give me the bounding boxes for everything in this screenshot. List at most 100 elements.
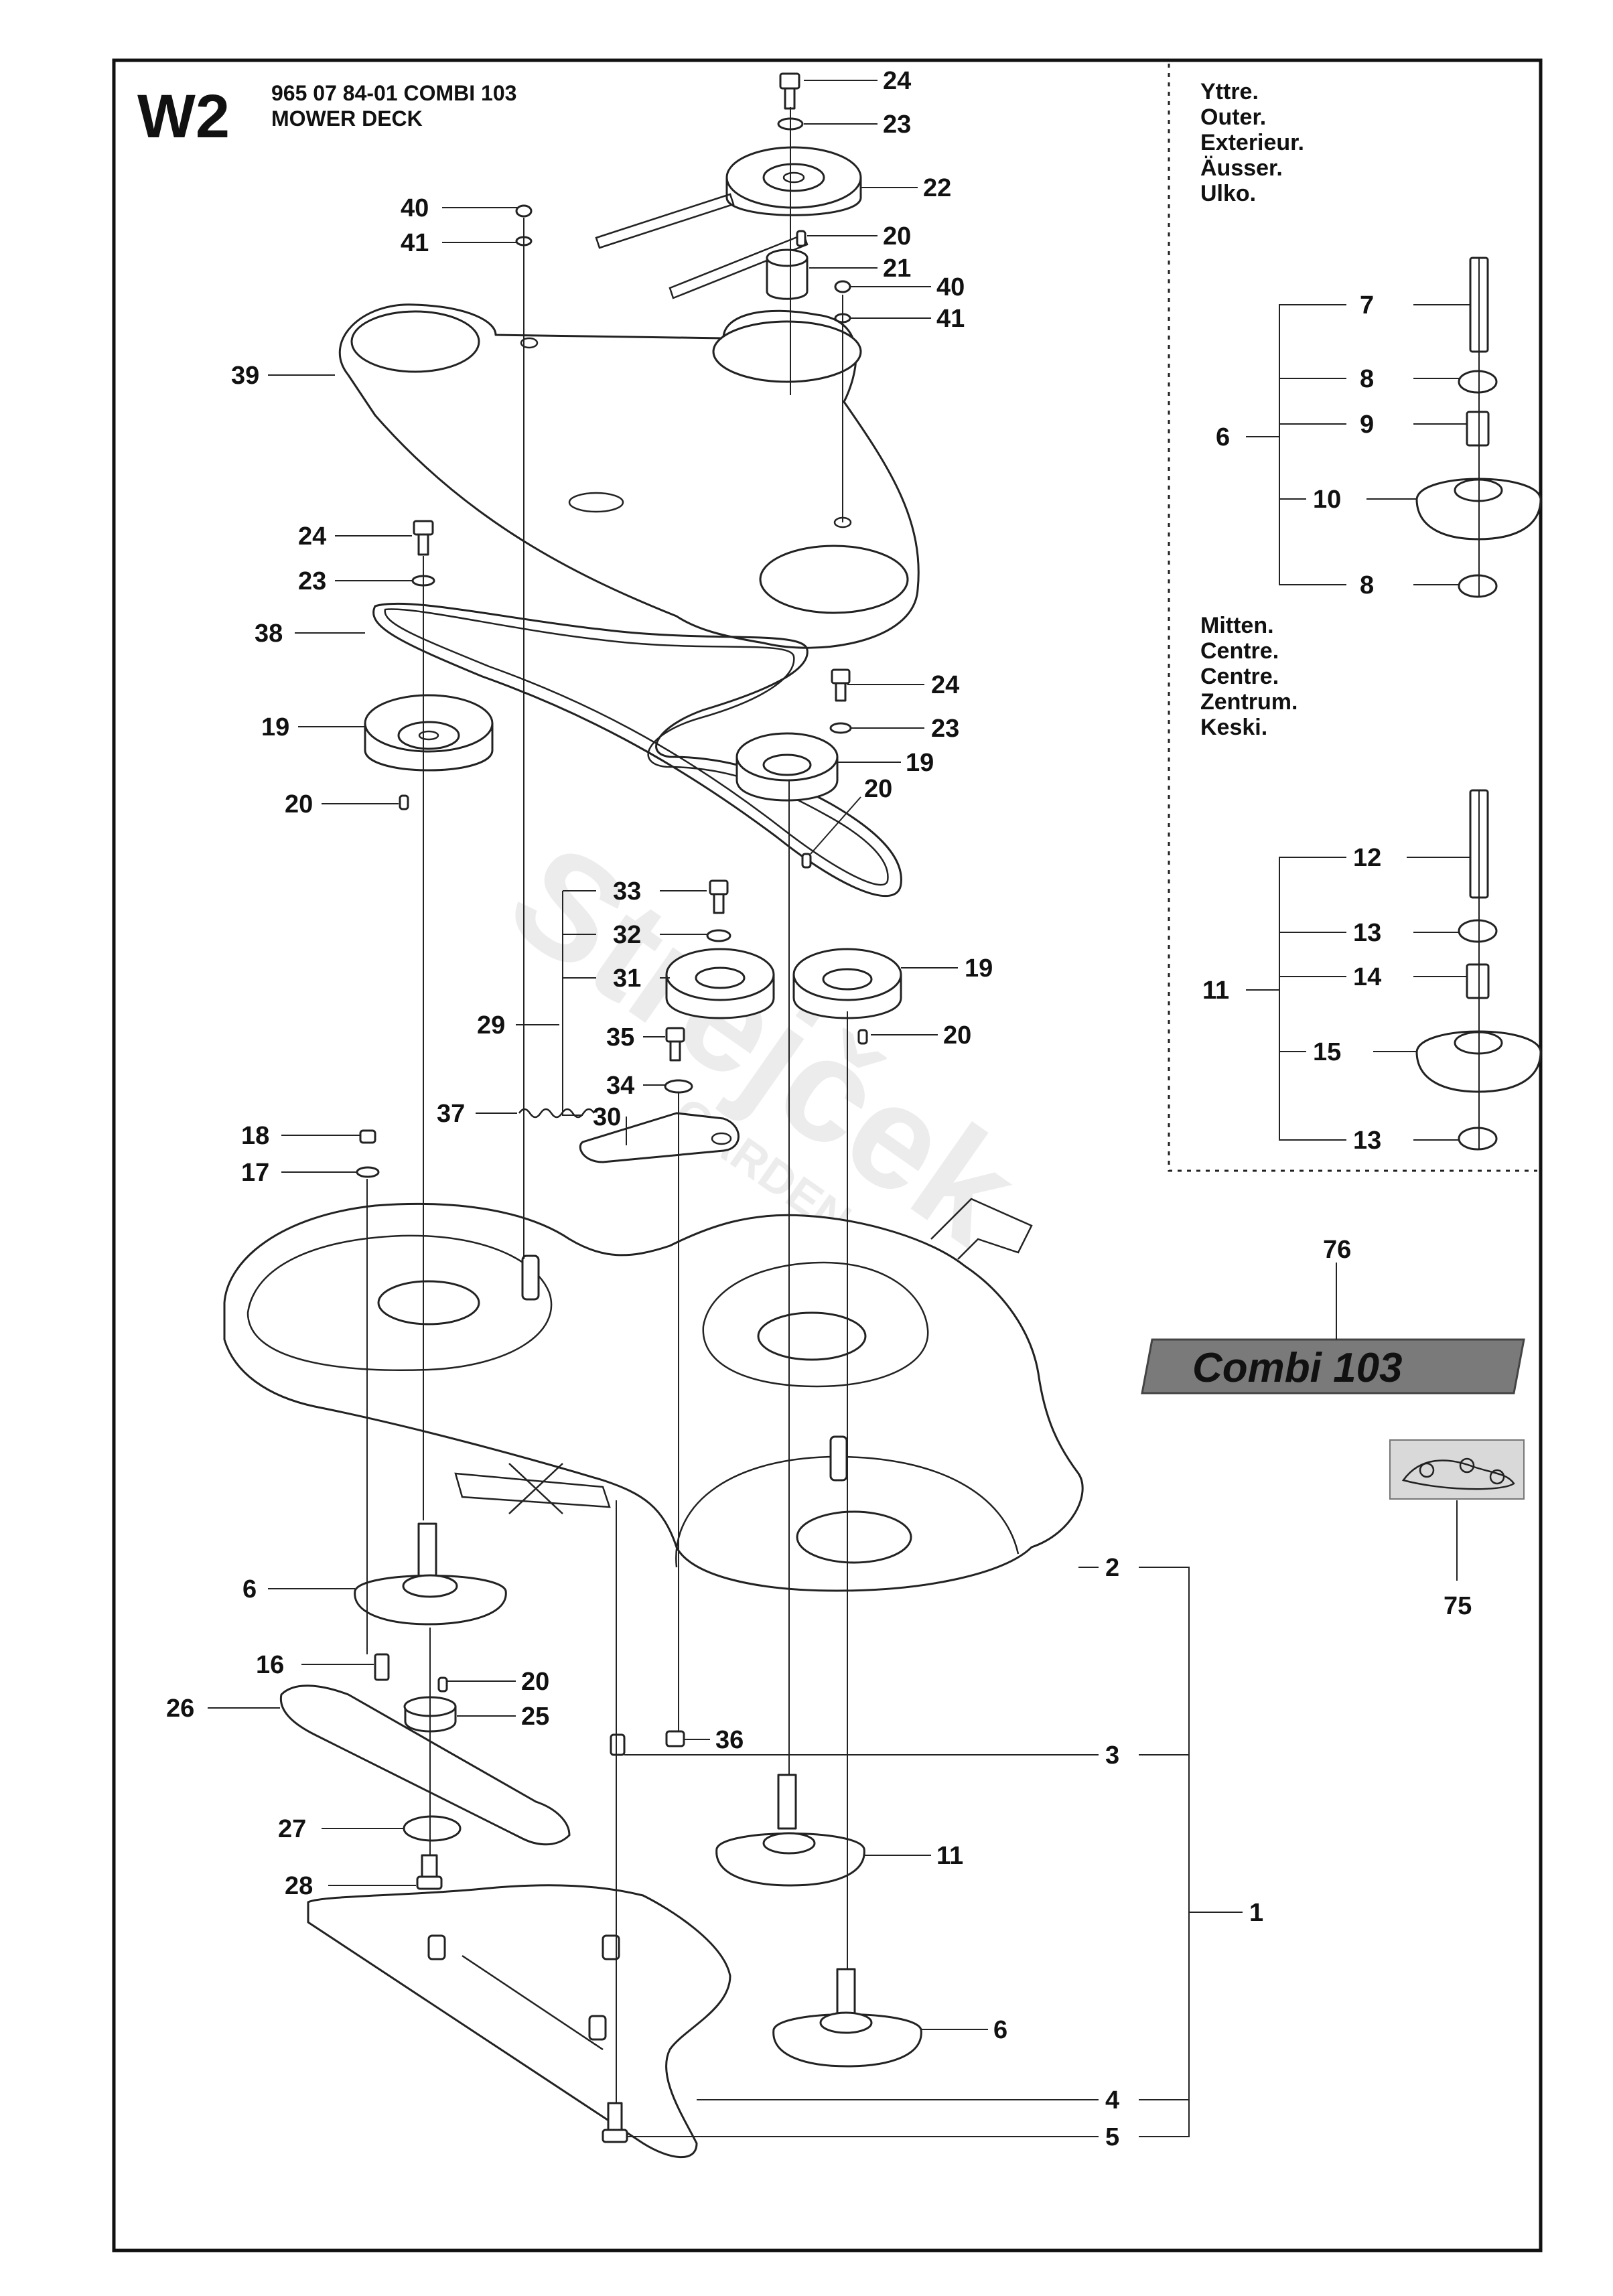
- callout-2: 2: [1105, 1554, 1119, 1582]
- bolt: [709, 879, 729, 914]
- callout-30: 30: [593, 1103, 621, 1131]
- callout-20: 20: [883, 222, 911, 250]
- model-decal: Combi 103: [1141, 1338, 1525, 1394]
- pulley-middle: [735, 732, 839, 802]
- pulley-right: [792, 948, 902, 1019]
- callout-6: 6: [1216, 423, 1230, 451]
- callout-8: 8: [1360, 571, 1374, 599]
- callout-29: 29: [477, 1011, 505, 1039]
- callout-23: 23: [298, 567, 326, 595]
- callout-24: 24: [931, 671, 959, 699]
- bearing: [1458, 370, 1498, 394]
- callout-19: 19: [261, 713, 289, 741]
- callout-13: 13: [1353, 1127, 1381, 1155]
- callout-36: 36: [715, 1726, 744, 1754]
- assembly-title: MOWER DECK: [271, 106, 423, 131]
- callout-37: 37: [437, 1100, 465, 1128]
- pulley-left: [364, 694, 494, 772]
- callout-10: 10: [1313, 486, 1341, 514]
- callout-22: 22: [923, 174, 951, 202]
- key: [857, 1029, 868, 1045]
- callout-26: 26: [166, 1695, 194, 1723]
- callout-14: 14: [1353, 963, 1381, 991]
- assembly-axes: [366, 107, 1480, 2103]
- plate-slot: [462, 1954, 604, 2051]
- callout-8: 8: [1360, 365, 1374, 393]
- callout-11: 11: [1202, 977, 1229, 1005]
- callout-16: 16: [256, 1651, 284, 1679]
- callout-21: 21: [883, 255, 911, 283]
- belt-routing-decal: [1389, 1439, 1525, 1500]
- callout-24: 24: [883, 67, 911, 95]
- callout-25: 25: [521, 1703, 549, 1731]
- bearing: [1458, 574, 1498, 598]
- svg-text:Keski.: Keski.: [1200, 715, 1267, 740]
- washer: [706, 929, 731, 942]
- washer: [356, 1166, 380, 1178]
- spacer: [1466, 411, 1490, 447]
- svg-text:Centre.: Centre.: [1200, 664, 1279, 689]
- bolt: [665, 1027, 685, 1062]
- tensioner-arm: [579, 1112, 740, 1163]
- deflector-plate: [307, 1884, 731, 2159]
- svg-text:Outer.: Outer.: [1200, 104, 1266, 130]
- stud: [588, 2015, 607, 2041]
- callout-12: 12: [1353, 844, 1381, 872]
- page-frame: [112, 58, 1543, 2252]
- bolt: [374, 1653, 390, 1681]
- callout-39: 39: [231, 362, 259, 390]
- mower-deck: [223, 1198, 1084, 1592]
- svg-text:Combi 103: Combi 103: [1192, 1345, 1403, 1391]
- svg-text:Zentrum.: Zentrum.: [1200, 689, 1298, 715]
- inset-box-border: [1168, 64, 1537, 1172]
- nut: [665, 1730, 685, 1747]
- stud: [602, 1934, 620, 1960]
- callout-20: 20: [864, 775, 892, 803]
- bearing: [1458, 919, 1498, 943]
- callout-labels: 24 23 22 20 21 40 41 40 41 39 24 23 38 2…: [166, 67, 1472, 2151]
- callout-19: 19: [965, 954, 993, 983]
- callout-75: 75: [1444, 1592, 1472, 1620]
- key: [399, 794, 409, 810]
- callout-28: 28: [285, 1872, 313, 1900]
- blade-bolt: [416, 1854, 443, 1890]
- belt-segment: [595, 193, 735, 249]
- blade-washer: [403, 1815, 462, 1842]
- callout-19: 19: [906, 749, 934, 777]
- spindle-assembly: [354, 1522, 507, 1626]
- callout-23: 23: [931, 715, 959, 743]
- callout-27: 27: [278, 1815, 306, 1843]
- spacer: [1466, 963, 1490, 999]
- callout-5: 5: [1105, 2123, 1119, 2151]
- callout-33: 33: [613, 877, 641, 906]
- callout-41: 41: [401, 229, 429, 257]
- callout-15: 15: [1313, 1038, 1341, 1066]
- callout-40: 40: [401, 194, 429, 222]
- callout-17: 17: [241, 1159, 269, 1187]
- bolt: [831, 668, 851, 702]
- svg-text:Mitten.: Mitten.: [1200, 613, 1274, 638]
- nut: [359, 1129, 376, 1144]
- key: [801, 853, 812, 869]
- callout-13: 13: [1353, 919, 1381, 947]
- bearing: [1458, 1127, 1498, 1151]
- svg-text:Äusser.: Äusser.: [1200, 155, 1283, 181]
- tension-spring: [518, 1108, 595, 1119]
- belt-guard: [339, 303, 920, 649]
- callout-34: 34: [606, 1072, 634, 1100]
- top-pulley: [725, 146, 862, 216]
- bolt: [779, 72, 800, 110]
- diagram-code: W2: [137, 82, 230, 151]
- callout-23: 23: [883, 111, 911, 139]
- callout-20: 20: [285, 790, 313, 818]
- callout-6: 6: [242, 1575, 257, 1603]
- spacer: [766, 248, 809, 300]
- washer: [829, 722, 852, 734]
- callout-35: 35: [606, 1023, 634, 1052]
- callout-32: 32: [613, 921, 641, 949]
- leader-lines: [208, 80, 1470, 2137]
- callout-31: 31: [613, 964, 641, 993]
- callout-20: 20: [521, 1668, 549, 1696]
- callout-20: 20: [943, 1021, 971, 1050]
- callout-38: 38: [255, 620, 283, 648]
